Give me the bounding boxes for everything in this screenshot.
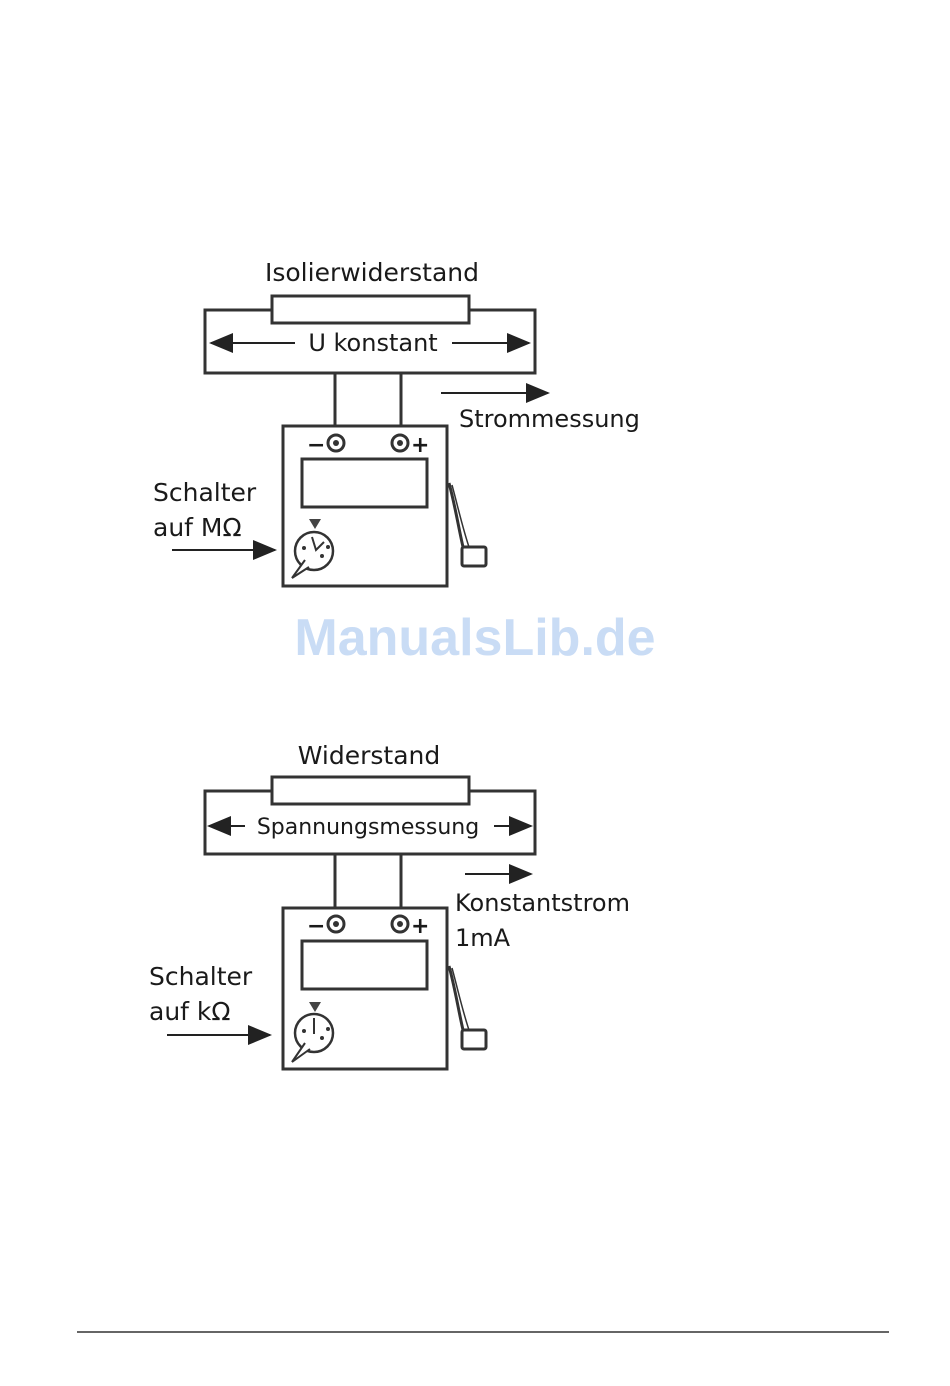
label-spannungsmessung: Spannungsmessung [257,815,479,840]
diagram-insulation-resistance: Isolierwiderstand U konstant Strommessun… [153,258,640,586]
label-strommessung: Strommessung [459,405,640,433]
label-schalter: Schalter [153,478,257,507]
label-auf-mohm: auf MΩ [153,513,242,542]
label-widerstand: Widerstand [298,741,441,770]
watermark-text: ManualsLib.de [294,609,655,667]
probe-clip-icon [462,1030,486,1049]
diagram-resistance: Widerstand Spannungsmessung Konstantstro… [149,741,630,1069]
label-1ma: 1mA [455,924,511,952]
terminal-minus-sign: − [307,433,325,458]
meter-display [302,459,427,507]
probe-cable [449,966,463,1030]
label-auf-kohm: auf kΩ [149,997,231,1026]
label-isolierwiderstand: Isolierwiderstand [265,258,479,287]
label-u-konstant: U konstant [308,329,437,357]
terminal-plus-sign: + [411,914,429,939]
probe-cable [449,483,463,547]
meter-display [302,941,427,989]
probe-clip-icon [462,547,486,566]
terminal-minus-sign: − [307,914,325,939]
resistor-symbol [272,777,469,804]
terminal-plus-sign: + [411,433,429,458]
label-konstantstrom: Konstantstrom [455,889,630,917]
label-schalter: Schalter [149,962,253,991]
resistor-symbol [272,296,469,323]
